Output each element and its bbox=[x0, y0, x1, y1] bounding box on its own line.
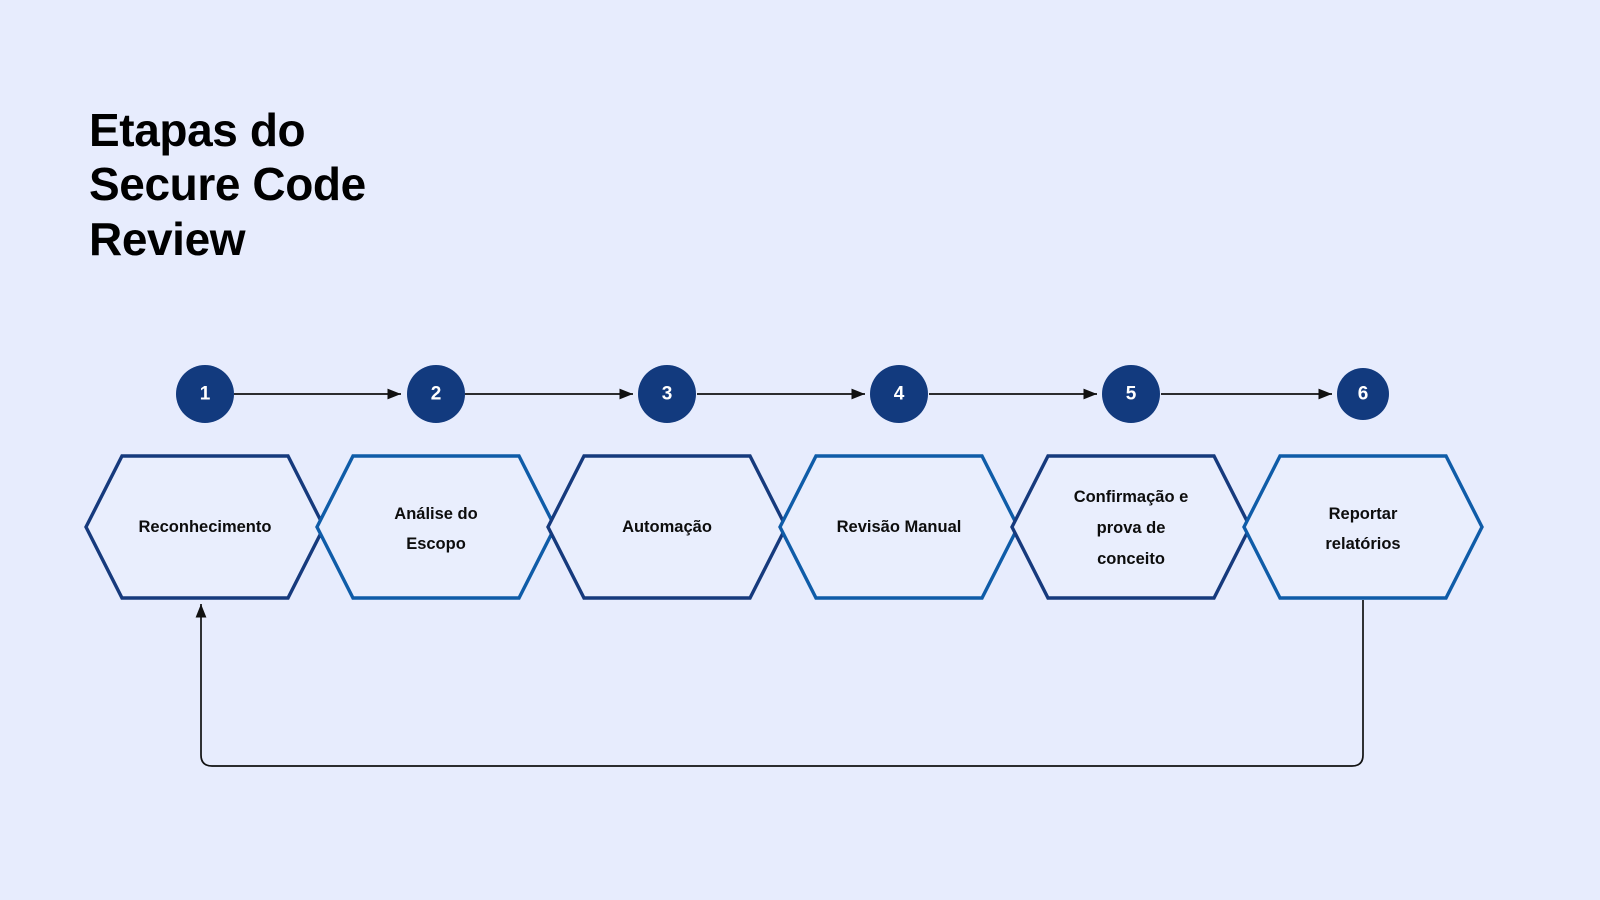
hexagon-step-3-label: Automação bbox=[622, 518, 712, 536]
feedback-loop-arrow bbox=[195, 600, 1364, 767]
hexagon-step-6-label-line2: relatórios bbox=[1325, 535, 1400, 553]
hexagon-step-5-label-line2: prova de bbox=[1097, 519, 1166, 537]
hexagon-step-6-label: Reportar bbox=[1329, 505, 1398, 523]
hexagon-step-6[interactable]: Reportar relatórios bbox=[1242, 454, 1484, 600]
hexagon-step-4-label: Revisão Manual bbox=[837, 518, 962, 536]
step-circle-4-shape bbox=[870, 365, 928, 423]
step-circle-6-number: 6 bbox=[1358, 384, 1369, 405]
hexagon-step-3[interactable]: Automação bbox=[546, 454, 788, 600]
hexagon-step-5[interactable]: Confirmação e prova de conceito bbox=[1010, 454, 1252, 600]
hexagon-step-2[interactable]: Análise do Escopo bbox=[315, 454, 557, 600]
step-circle-3-shape bbox=[638, 365, 696, 423]
step-circle-4-number: 4 bbox=[894, 384, 905, 405]
hexagon-step-2-label-line2: Escopo bbox=[406, 535, 466, 553]
step-circle-6-shape bbox=[1337, 368, 1389, 420]
hexagon-step-2-label: Análise do bbox=[394, 505, 477, 523]
hexagon-step-5-label-line3: conceito bbox=[1097, 550, 1165, 568]
hexagon-step-1-label: Reconhecimento bbox=[139, 518, 272, 536]
hexagon-step-4[interactable]: Revisão Manual bbox=[778, 454, 1020, 600]
step-circle-3[interactable]: 3 bbox=[638, 365, 696, 423]
step-circle-5-shape bbox=[1102, 365, 1160, 423]
step-circle-3-number: 3 bbox=[662, 384, 673, 405]
hexagon-step-6-shape bbox=[1242, 454, 1484, 600]
page-title: Etapas do Secure Code Review bbox=[89, 104, 366, 265]
step-circle-2-number: 2 bbox=[431, 384, 442, 405]
hexagon-step-5-label: Confirmação e bbox=[1074, 488, 1189, 506]
step-circle-2-shape bbox=[407, 365, 465, 423]
hexagon-step-2-shape bbox=[315, 454, 557, 600]
step-circle-2[interactable]: 2 bbox=[407, 365, 465, 423]
step-circle-1[interactable]: 1 bbox=[176, 365, 234, 423]
step-circle-1-number: 1 bbox=[200, 384, 211, 405]
step-circle-5[interactable]: 5 bbox=[1102, 365, 1160, 423]
step-circle-5-number: 5 bbox=[1126, 384, 1137, 405]
step-circle-4[interactable]: 4 bbox=[870, 365, 928, 423]
hexagon-step-1[interactable]: Reconhecimento bbox=[84, 454, 326, 600]
step-circle-1-shape bbox=[176, 365, 234, 423]
step-circle-6[interactable]: 6 bbox=[1337, 368, 1389, 420]
